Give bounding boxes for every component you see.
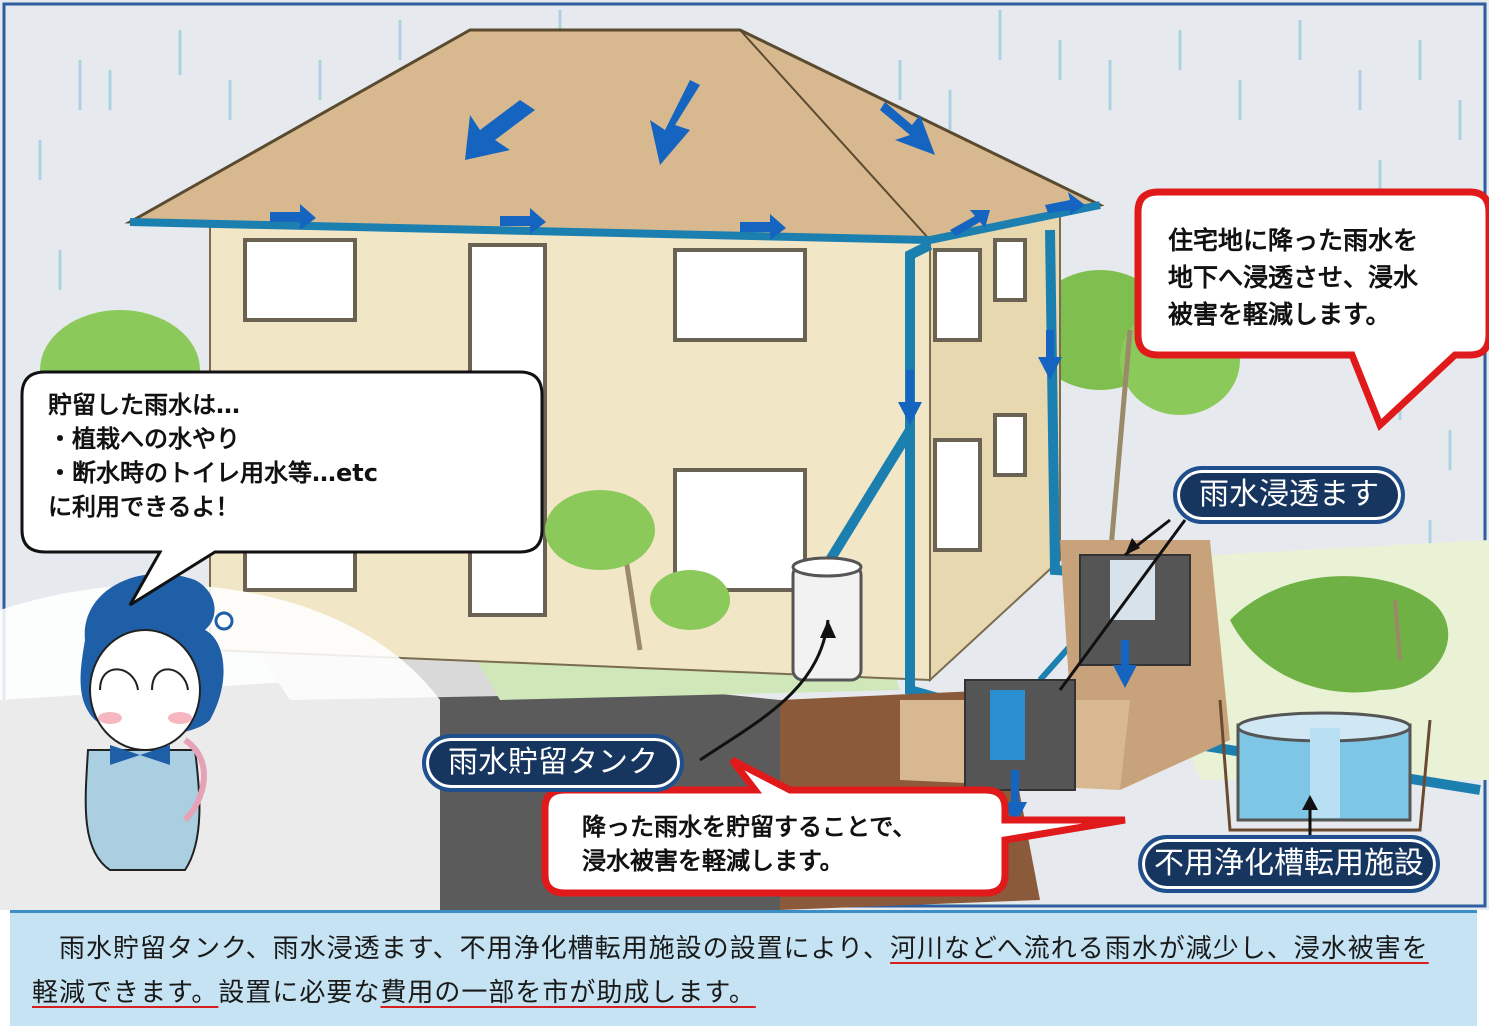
- gutter-arrows: [270, 192, 1085, 240]
- character-bubble-shape: [20, 370, 544, 607]
- house-rainwater-scene: [0, 0, 1489, 910]
- caption-text-2-underlined: 河川などへ流れる雨水が減少し、浸水被害を軽減できます。: [32, 934, 1429, 1008]
- caption-text-4-underlined: 費用の一部を市が助成します。: [380, 978, 756, 1008]
- storage-bubble-shape: [541, 756, 1126, 897]
- storage-callout-text: 降った雨水を貯留することで、 浸水被害を軽減します。: [582, 813, 917, 875]
- character-speech-text: 貯留した雨水は… ・植栽への水やり ・断水時のトイレ用水等…etc に利用できる…: [48, 391, 378, 521]
- label-rain-tank: 雨水貯留タンク: [422, 734, 684, 792]
- label-infiltration-basin: 雨水浸透ます: [1173, 466, 1405, 524]
- caption-panel: 雨水貯留タンク、雨水浸透ます、不用浄化槽転用施設の設置により、河川などへ流れる雨…: [10, 910, 1477, 1026]
- infiltration-callout-text: 住宅地に降った雨水を 地下へ浸透させ、浸水 被害を軽減します。: [1168, 226, 1419, 329]
- infiltration-bubble-shape: [1134, 188, 1489, 432]
- caption-text-3: 設置に必要な: [218, 978, 381, 1008]
- down-arrows: [898, 330, 1137, 825]
- mascot-character: [80, 573, 234, 871]
- label-septic-reuse: 不用浄化槽転用施設: [1138, 835, 1440, 893]
- caption-text-1: 雨水貯留タンク、雨水浸透ます、不用浄化槽転用施設の設置により、: [32, 934, 891, 964]
- roof-arrows: [465, 80, 935, 165]
